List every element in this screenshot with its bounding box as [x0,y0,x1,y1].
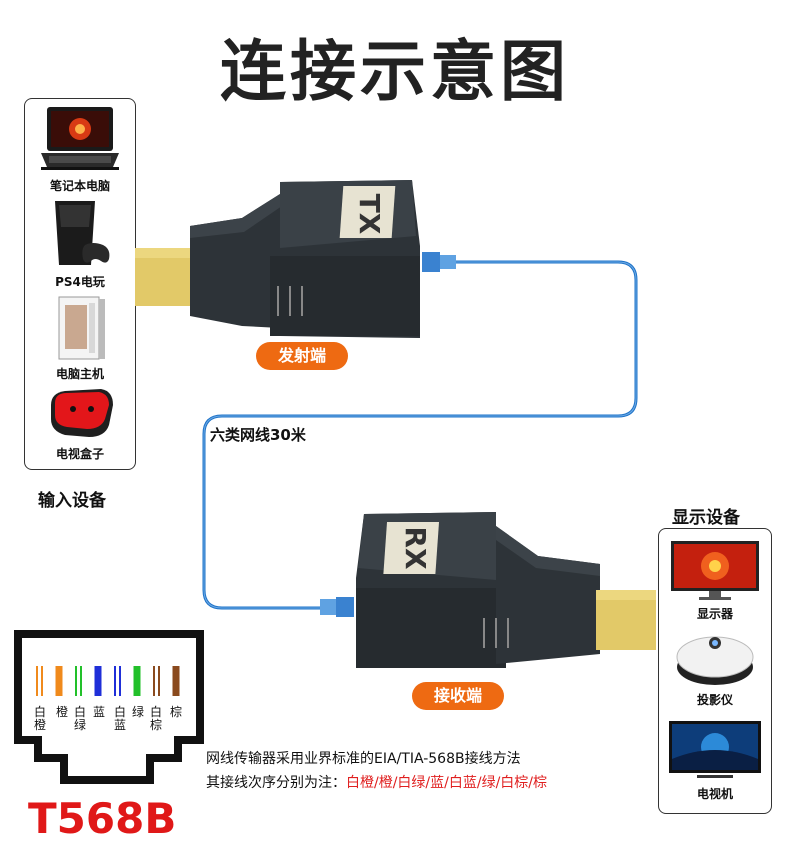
device-label-laptop: 笔记本电脑 [49,179,110,193]
transmitter-label: 发射端 [256,342,348,370]
wire-6 [133,666,141,696]
rj45-plug-tx [422,252,456,272]
device-label-pc: 电脑主机 [55,367,104,381]
wire-7 [153,666,160,696]
device-label-monitor: 显示器 [696,607,733,621]
wiring-order: 白橙/橙/白绿/蓝/白蓝/绿/白棕/棕 [346,775,548,791]
input-devices-label: 输入设备 [38,491,106,511]
output-devices-label: 显示设备 [672,508,740,528]
wire-color-bar [94,666,102,696]
wiring-note-line1: 网线传输器采用业界标准的EIA/TIA-568B接线方法 [206,751,521,767]
device-label-ps4: PS4电玩 [55,275,105,289]
device-label-television: 电视机 [696,787,733,801]
wire-8 [172,666,180,696]
wire-white-stripe [155,666,158,696]
wire-label: 蓝 [93,705,106,719]
wire-white-stripe [77,666,80,696]
wire-color-bar [133,666,141,696]
wiring-note-prefix: 其接线次序分别为注： [206,775,346,791]
rj45-jack-diagram [14,630,204,784]
input-devices-panel: 笔记本电脑 PS4电玩 电脑主机 电视盒子 [24,98,136,470]
wire-label: 棕 [170,705,183,719]
cable-label: 六类网线30米 [210,426,306,444]
wiring-note-line2: 其接线次序分别为注：白橙/橙/白绿/蓝/白蓝/绿/白棕/棕 [206,772,547,792]
wire-label: 白绿 [74,705,87,732]
projector-icon [673,627,757,689]
wire-group [36,666,180,696]
wire-white-stripe [116,666,119,696]
wire-5 [114,666,121,696]
output-devices-panel: 显示器 投影仪 电视机 [658,528,772,814]
wire-4 [94,666,102,696]
television-icon [667,719,763,781]
rj45-plug-rx [320,597,354,617]
receiver-adapter: RX [356,512,656,668]
monitor-icon [669,539,761,603]
transmitter-mark: TX [353,194,386,235]
wire-white-stripe [38,666,41,696]
standard-name: T568B [28,794,177,843]
wire-3 [75,666,82,696]
laptop-icon [37,105,123,181]
wire-label-group: 白橙 橙 白绿 蓝 白蓝 绿 白棕 棕 [22,706,192,746]
wire-2 [55,666,63,696]
game-console-icon [41,197,121,269]
tv-box-icon [45,385,117,441]
transmitter-adapter: TX [135,180,420,338]
wire-label: 橙 [56,705,69,719]
page-title: 连接示意图 [220,33,570,110]
device-label-projector: 投影仪 [696,693,733,707]
pc-tower-icon [51,295,111,363]
device-label-tvbox: 电视盒子 [55,447,104,461]
wire-color-bar [172,666,180,696]
wire-label: 白棕 [150,705,163,732]
wire-label: 白蓝 [114,705,127,732]
receiver-label: 接收端 [412,682,504,710]
wire-label: 白橙 [34,705,47,732]
receiver-mark: RX [399,526,432,570]
wire-1 [36,666,43,696]
wire-label: 绿 [132,705,145,719]
wire-color-bar [55,666,63,696]
